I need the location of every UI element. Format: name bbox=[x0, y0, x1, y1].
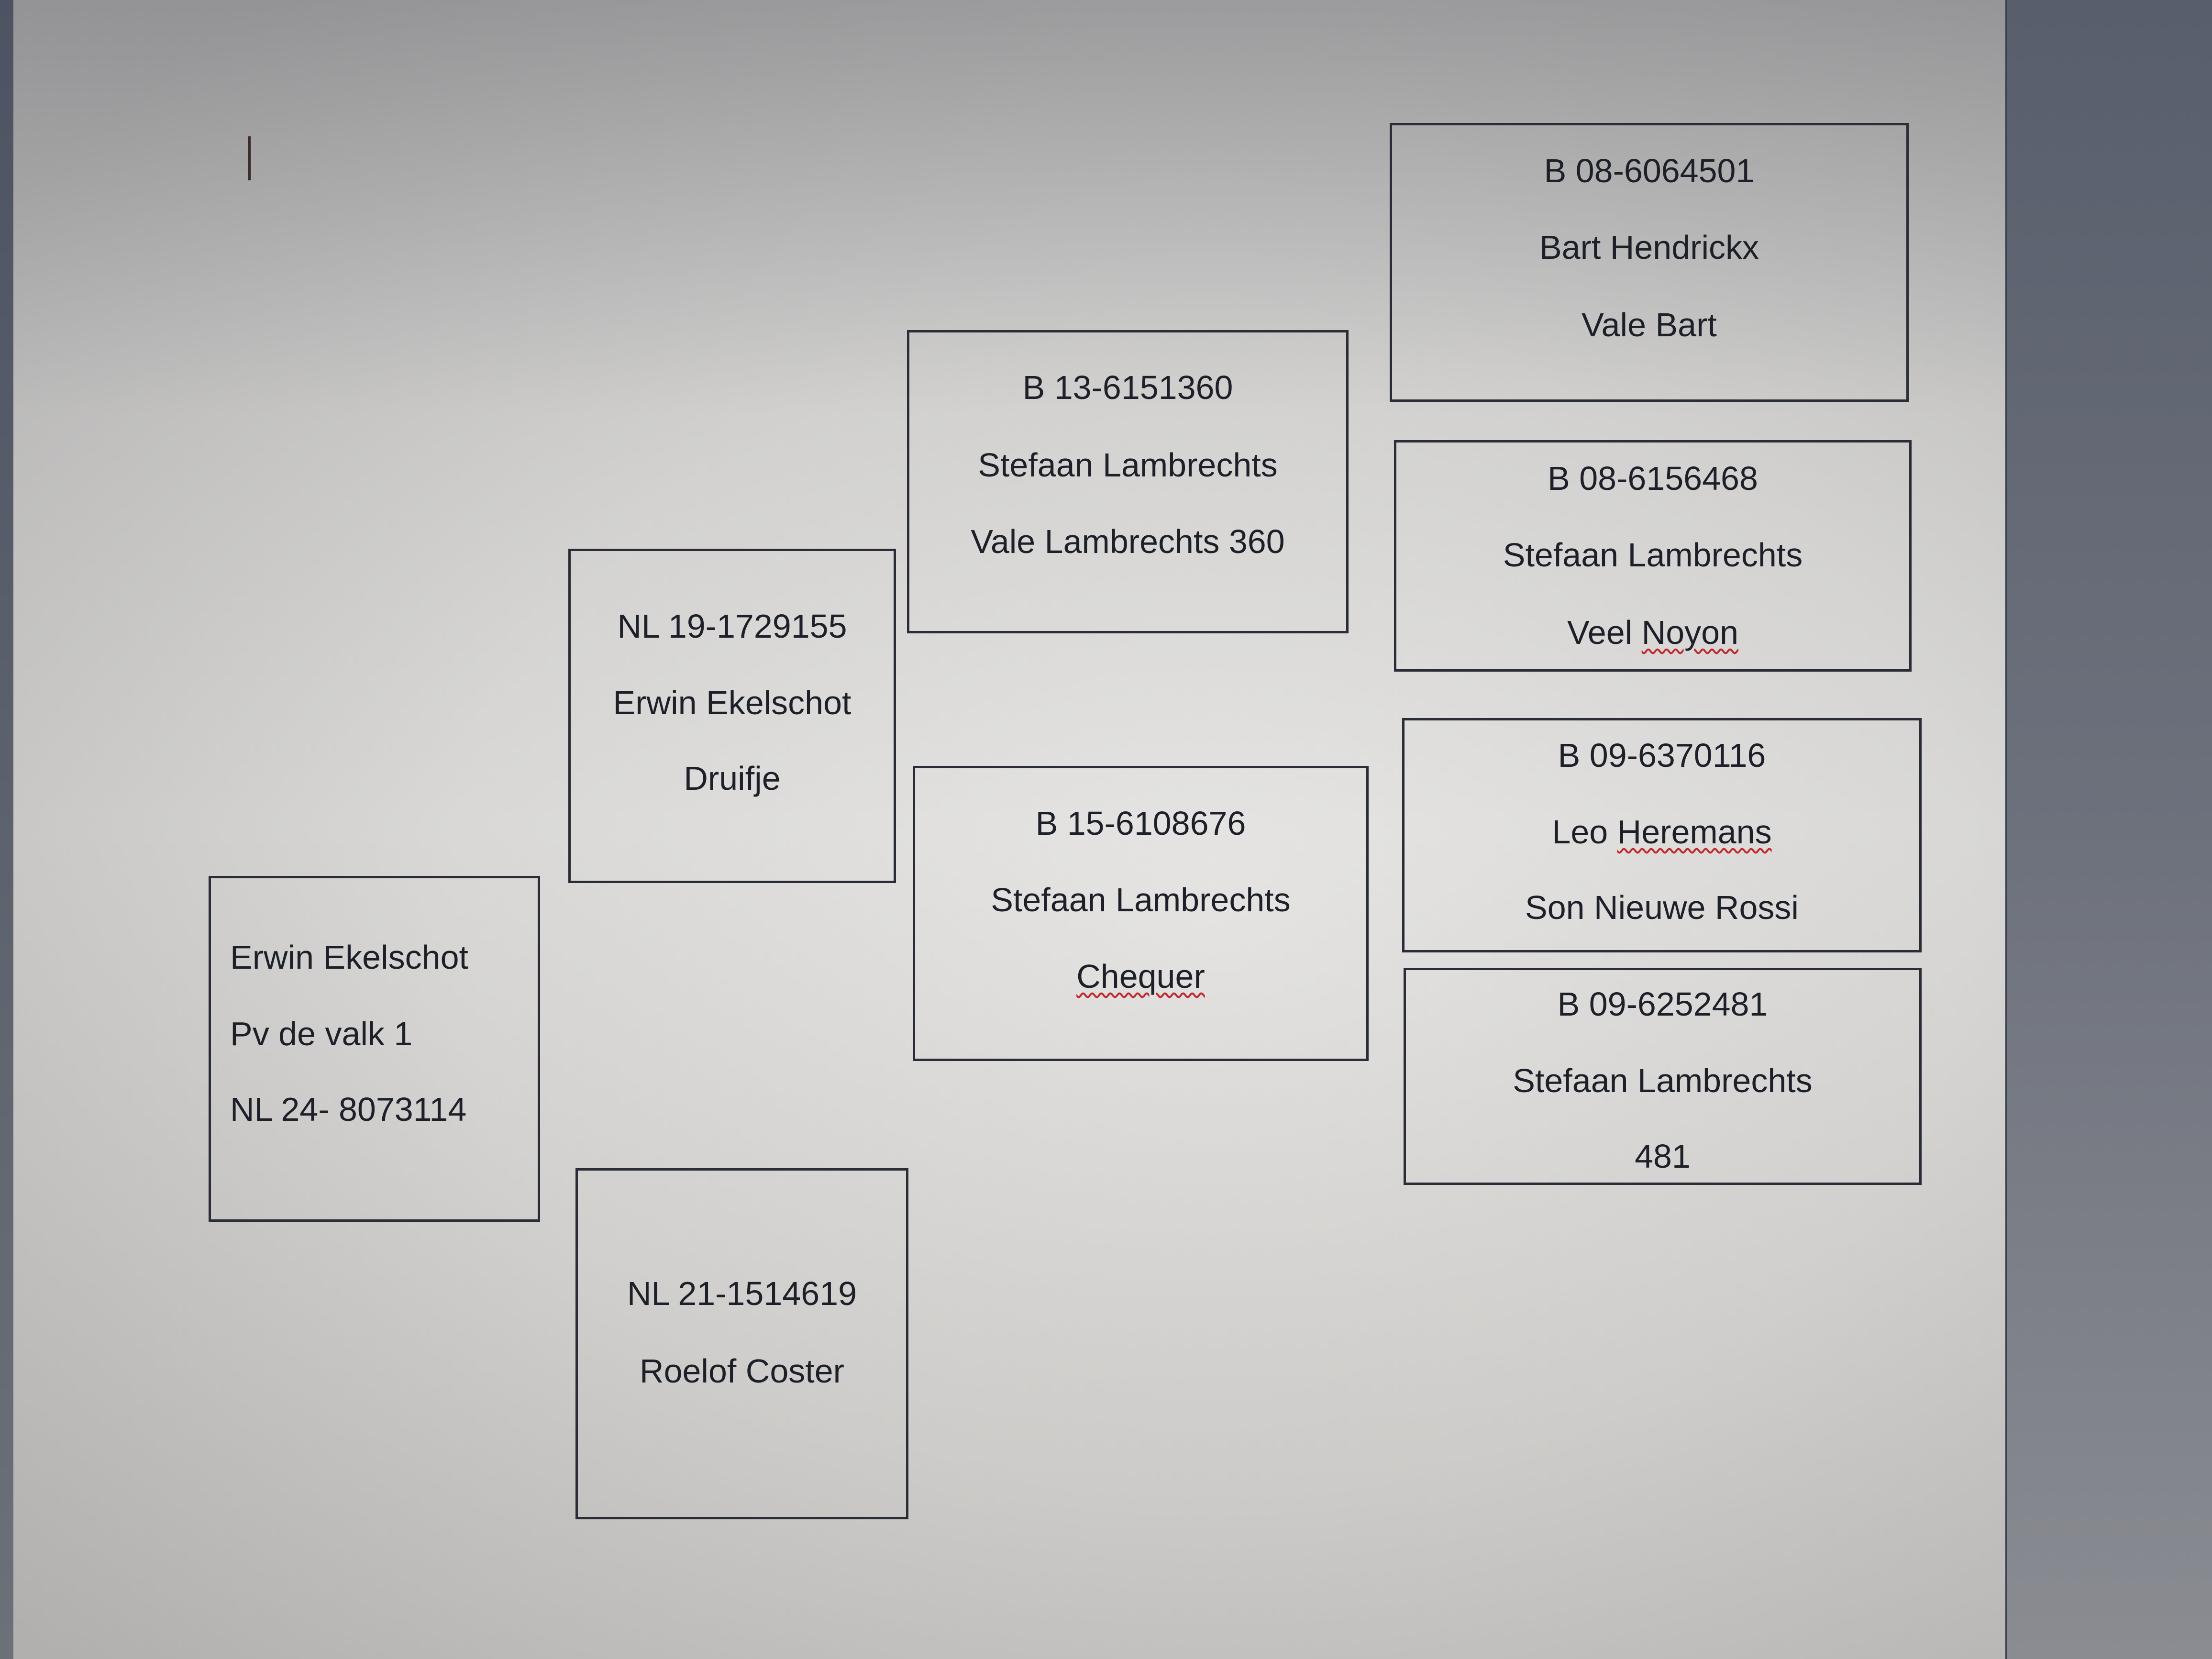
misspelled-word[interactable]: Chequer bbox=[1076, 958, 1205, 995]
text-box-b09-6370116[interactable]: B 09-6370116 Leo Heremans Son Nieuwe Ros… bbox=[1402, 718, 1922, 952]
ring-number: NL 21-1514619 bbox=[627, 1275, 857, 1312]
pigeon-name-part: Veel bbox=[1567, 614, 1642, 651]
text-box-b09-6252481[interactable]: B 09-6252481 Stefaan Lambrechts 481 bbox=[1404, 968, 1922, 1185]
ring-number: B 13-6151360 bbox=[1022, 369, 1233, 406]
address-line: Pv de valk 1 bbox=[230, 1015, 413, 1052]
owner-name: Leo Heremans bbox=[1405, 815, 1919, 849]
owner-name: Stefaan Lambrechts bbox=[1513, 1062, 1813, 1099]
owner-name: Roelof Coster bbox=[640, 1352, 844, 1390]
ring-number: B 08-6156468 bbox=[1548, 460, 1758, 497]
misspelled-word[interactable]: Noyon bbox=[1641, 614, 1739, 651]
owner-name: Stefaan Lambrechts bbox=[991, 881, 1291, 918]
ring-number: NL 24- 8073114 bbox=[230, 1091, 467, 1128]
text-box-nl19-1729155[interactable]: NL 19-1729155 Erwin Ekelschot Druifje bbox=[568, 549, 896, 883]
owner-name: Stefaan Lambrechts bbox=[1503, 536, 1803, 574]
pigeon-name: Son Nieuwe Rossi bbox=[1525, 889, 1799, 926]
text-box-b08-6064501[interactable]: B 08-6064501 Bart Hendrickx Vale Bart bbox=[1390, 123, 1909, 402]
pigeon-name: Vale Lambrechts 360 bbox=[971, 523, 1285, 560]
ring-number: B 09-6370116 bbox=[1558, 737, 1766, 774]
ring-number: B 08-6064501 bbox=[1544, 152, 1755, 189]
pigeon-name: 481 bbox=[1635, 1138, 1691, 1175]
misspelled-word[interactable]: Heremans bbox=[1617, 813, 1772, 851]
ring-number: B 09-6252481 bbox=[1557, 985, 1768, 1023]
text-box-b13-6151360[interactable]: B 13-6151360 Stefaan Lambrechts Vale Lam… bbox=[907, 330, 1349, 633]
text-box-b15-6108676[interactable]: B 15-6108676 Stefaan Lambrechts Chequer bbox=[913, 766, 1369, 1061]
owner-name: Bart Hendrickx bbox=[1539, 229, 1759, 266]
ring-number: NL 19-1729155 bbox=[617, 608, 847, 645]
workspace-background bbox=[2005, 0, 2212, 1659]
owner-first-name: Leo bbox=[1552, 813, 1617, 851]
ring-number: B 15-6108676 bbox=[1035, 805, 1246, 842]
text-box-erwin-ekelschot-address[interactable]: Erwin Ekelschot Pv de valk 1 NL 24- 8073… bbox=[209, 876, 540, 1222]
pigeon-name: Druifje bbox=[684, 760, 781, 797]
text-box-b08-6156468[interactable]: B 08-6156468 Stefaan Lambrechts Veel Noy… bbox=[1394, 440, 1912, 672]
owner-name: Erwin Ekelschot bbox=[230, 939, 468, 976]
text-box-nl21-1514619[interactable]: NL 21-1514619 Roelof Coster bbox=[575, 1168, 908, 1519]
window-left-edge bbox=[0, 0, 13, 1659]
owner-name: Erwin Ekelschot bbox=[613, 684, 852, 721]
pigeon-name: Chequer bbox=[915, 960, 1366, 993]
text-cursor-icon bbox=[248, 136, 251, 180]
pigeon-name: Veel Noyon bbox=[1396, 616, 1909, 649]
owner-name: Stefaan Lambrechts bbox=[978, 446, 1278, 484]
document-page[interactable]: B 08-6064501 Bart Hendrickx Vale Bart B … bbox=[13, 0, 2005, 1659]
pigeon-name: Vale Bart bbox=[1582, 306, 1717, 343]
